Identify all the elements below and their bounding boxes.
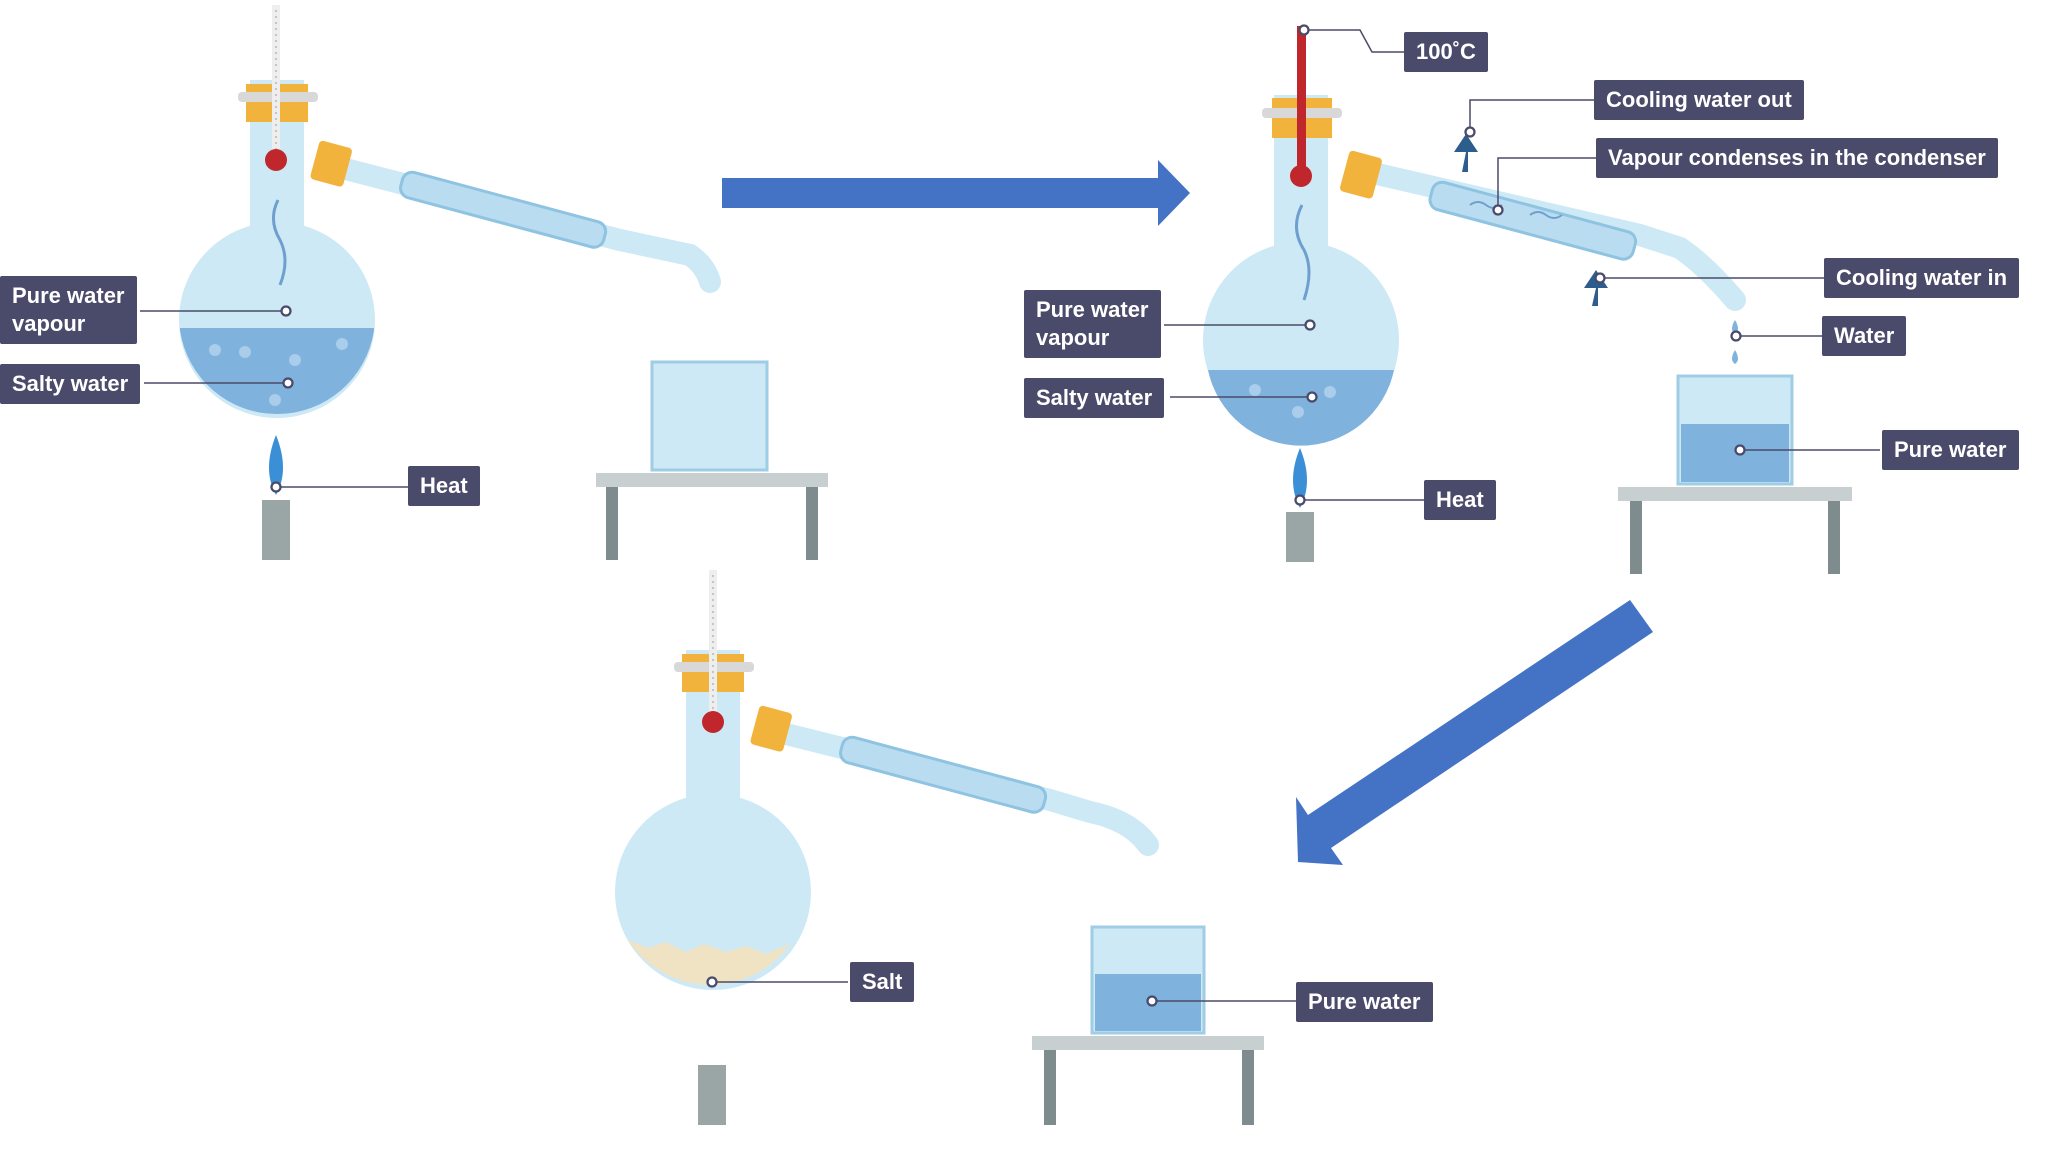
burner-2 (1286, 448, 1314, 562)
label-salt: Salt (850, 962, 915, 1002)
thermometer-3 (702, 570, 724, 733)
flask-1 (179, 80, 375, 418)
stage-2-apparatus (1164, 24, 1880, 574)
label-water: Water (1822, 316, 1907, 356)
label-pure-water-3: Pure water (1296, 982, 1433, 1022)
condenser-3 (750, 705, 1159, 856)
label-cooling-water-in: Cooling water in (1824, 258, 2020, 298)
condenser-1 (310, 140, 721, 293)
thermometer-1 (265, 5, 287, 171)
condenser-2 (1340, 150, 1746, 311)
burner-1 (262, 435, 290, 560)
label-salty-water-1: Salty water (0, 364, 141, 404)
label-pure-water-2: Pure water (1882, 430, 2019, 470)
label-salty-water-2: Salty water (1024, 378, 1165, 418)
beaker-stand-1 (596, 360, 828, 560)
label-heat-1: Heat (408, 466, 480, 506)
beaker-stand-3 (1032, 925, 1264, 1125)
label-temperature: 100˚C (1404, 32, 1488, 72)
label-vapour-condenses: Vapour condenses in the condenser (1596, 138, 1998, 178)
label-pure-water-vapour-2: Pure water vapour (1024, 290, 1161, 358)
thermometer-2 (1290, 26, 1312, 187)
stage-3-apparatus (615, 570, 1296, 1125)
label-cooling-water-out: Cooling water out (1594, 80, 1804, 120)
stage-1-apparatus (140, 5, 828, 560)
label-heat-2: Heat (1424, 480, 1496, 520)
flow-arrow-diagonal (1296, 600, 1653, 865)
burner-3 (698, 1065, 726, 1125)
label-pure-water-vapour-1: Pure water vapour (0, 276, 137, 344)
flask-2 (1203, 95, 1399, 446)
flow-arrow-right (722, 160, 1190, 226)
beaker-stand-2 (1618, 374, 1852, 574)
